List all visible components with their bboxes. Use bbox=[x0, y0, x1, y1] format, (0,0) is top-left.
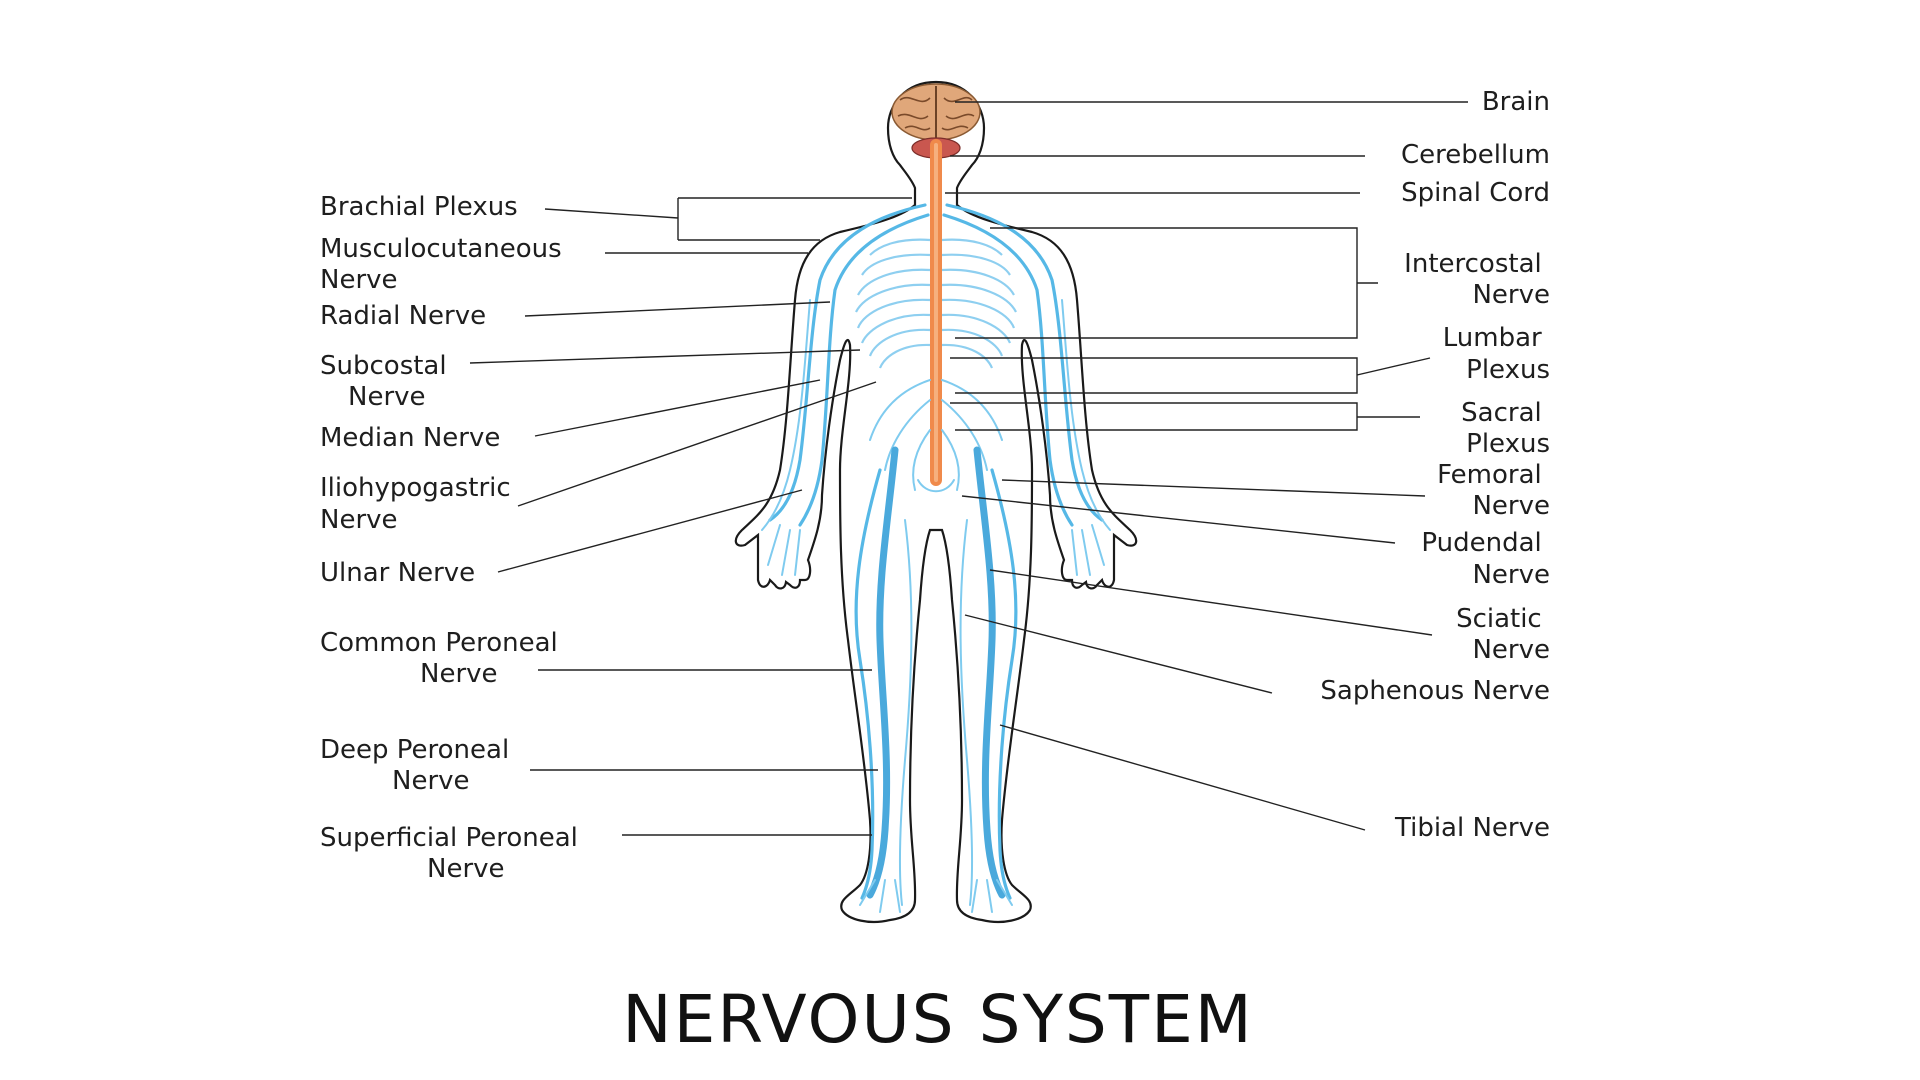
label-deep-peroneal-nerve: Deep Peroneal Nerve bbox=[320, 735, 517, 796]
brain-illustration bbox=[891, 83, 981, 159]
label-pudendal-nerve: Pudendal Nerve bbox=[1421, 528, 1550, 590]
label-sciatic-nerve: Sciatic Nerve bbox=[1456, 604, 1550, 665]
leader-brachial-plexus bbox=[544, 197, 912, 241]
label-spinal-cord: Spinal Cord bbox=[1401, 178, 1550, 208]
leader-tibial bbox=[999, 724, 1366, 831]
leader-sacral-plexus bbox=[950, 402, 1420, 431]
leader-subcostal bbox=[469, 349, 861, 364]
label-saphenous-nerve: Saphenous Nerve bbox=[1320, 676, 1550, 706]
human-body-figure bbox=[734, 80, 1138, 924]
label-femoral-nerve: Femoral Nerve bbox=[1437, 460, 1550, 521]
right-leader-lines bbox=[945, 101, 1468, 831]
left-labels: Brachial Plexus Musculocutaneous Nerve R… bbox=[320, 192, 586, 884]
label-musculocutaneous-nerve: Musculocutaneous Nerve bbox=[320, 234, 570, 295]
leader-radial bbox=[524, 301, 831, 317]
leader-femoral bbox=[1001, 479, 1426, 497]
leader-ulnar bbox=[497, 489, 803, 573]
label-radial-nerve: Radial Nerve bbox=[320, 301, 486, 331]
label-tibial-nerve: Tibial Nerve bbox=[1394, 813, 1550, 843]
leader-pudendal bbox=[961, 495, 1396, 544]
label-median-nerve: Median Nerve bbox=[320, 423, 500, 453]
label-common-peroneal-nerve: Common Peroneal Nerve bbox=[320, 628, 566, 689]
trunk-nerves bbox=[869, 379, 1003, 493]
label-sacral-plexus: Sacral Plexus bbox=[1461, 398, 1550, 459]
label-brachial-plexus: Brachial Plexus bbox=[320, 192, 518, 222]
leg-nerves bbox=[854, 446, 1018, 913]
intercostal-nerves bbox=[855, 238, 1017, 369]
right-labels: Brain Cerebellum Spinal Cord Intercostal… bbox=[1320, 87, 1550, 843]
label-ulnar-nerve: Ulnar Nerve bbox=[320, 558, 475, 588]
diagram-title: NERVOUS SYSTEM bbox=[622, 981, 1254, 1058]
leader-intercostal bbox=[955, 227, 1378, 339]
label-subcostal-nerve: Subcostal Nerve bbox=[320, 351, 455, 412]
left-leader-lines bbox=[469, 197, 912, 836]
label-iliohypogastric-nerve: Iliohypogastric Nerve bbox=[320, 473, 519, 535]
label-brain: Brain bbox=[1482, 87, 1550, 117]
leader-lumbar-plexus bbox=[950, 357, 1431, 394]
label-superficial-peroneal-nerve: Superficial Peroneal Nerve bbox=[320, 823, 586, 884]
leader-iliohypogastric bbox=[517, 381, 877, 507]
label-lumbar-plexus: Lumbar Plexus bbox=[1443, 323, 1550, 385]
label-cerebellum: Cerebellum bbox=[1401, 140, 1550, 170]
label-intercostal-nerve: Intercostal Nerve bbox=[1404, 249, 1550, 310]
leader-median bbox=[534, 379, 821, 437]
leader-sciatic bbox=[989, 569, 1433, 636]
leader-saphenous bbox=[964, 614, 1273, 694]
